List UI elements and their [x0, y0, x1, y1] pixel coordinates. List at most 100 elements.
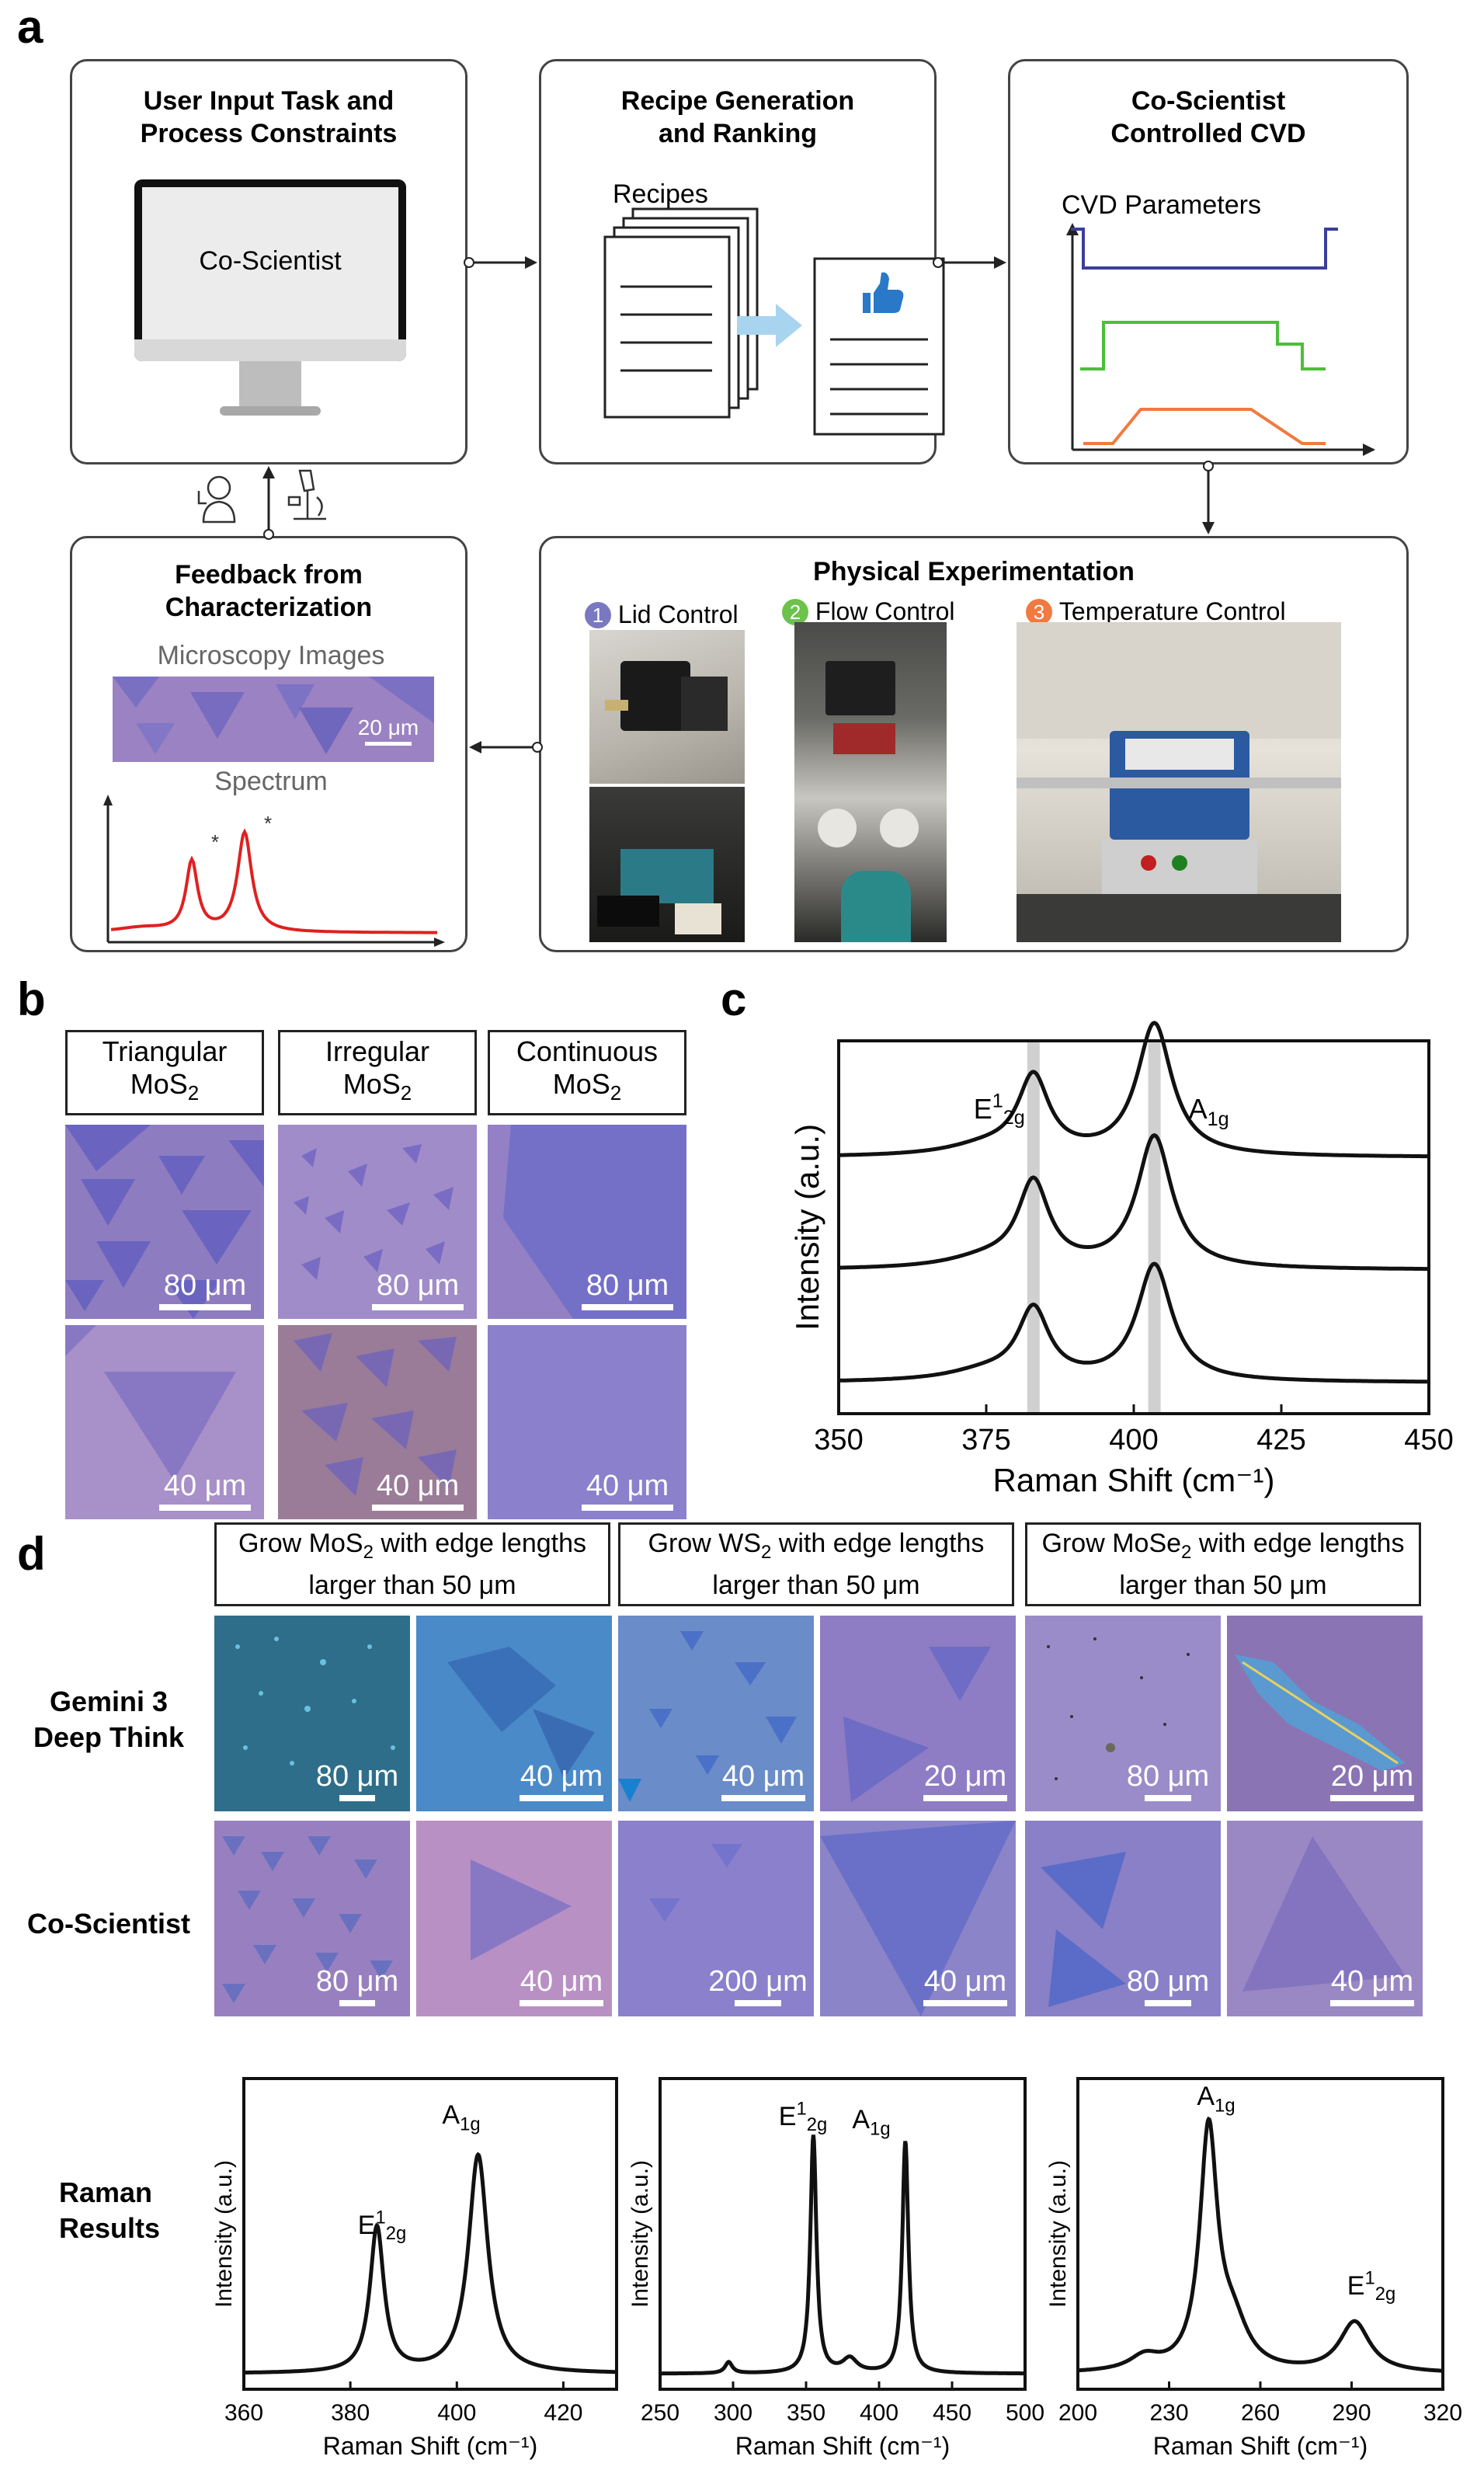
- cvd-parameters-plot: [1066, 223, 1375, 456]
- x-tick-label: 450: [1404, 1424, 1453, 1456]
- continuous-mos2-image-1: 80 μm: [488, 1125, 686, 1319]
- peak-annotation: A1g: [1189, 1093, 1229, 1130]
- monitor-icon: Co-Scientist: [134, 179, 406, 420]
- peak-annotation: E12g: [779, 2098, 827, 2134]
- gemini-ws2-image-2: 20 μm: [820, 1616, 1016, 1811]
- irregular-mos2-image-1: 80 μm: [278, 1125, 477, 1319]
- spectrum-label: Spectrum: [214, 767, 328, 796]
- series-line: [839, 1021, 1429, 1159]
- microscope-icon: [287, 469, 326, 520]
- y-axis-label: Intensity (a.u.): [789, 1124, 825, 1331]
- triangular-mos2-image-2: 40 μm: [65, 1325, 264, 1519]
- peak-marker: *: [264, 812, 272, 835]
- scalebar: 80 μm: [363, 1269, 472, 1310]
- peak-annotation: E12g: [358, 2207, 406, 2243]
- panel-label-a: a: [17, 1, 43, 53]
- microscopy-image-thumb: 20 μm: [113, 677, 434, 762]
- recipes-label: Recipes: [613, 179, 708, 209]
- scalebar: 40 μm: [151, 1470, 259, 1511]
- feedback-box: Feedback from Characterization Microscop…: [70, 536, 467, 952]
- peak-annotation: E12g: [974, 1091, 1025, 1129]
- x-tick-label: 400: [1109, 1424, 1158, 1456]
- series-line: [839, 1132, 1429, 1272]
- x-tick-label: 375: [961, 1424, 1010, 1456]
- peak-annotation: E12g: [1347, 2267, 1395, 2304]
- scalebar: 40 μm: [716, 1760, 811, 1801]
- scalebar: 80 μm: [1118, 1965, 1218, 2006]
- physical-experimentation-box: Physical Experimentation 1 Lid Control 2…: [539, 536, 1409, 952]
- x-tick-label: 320: [1423, 2400, 1462, 2426]
- series-line: [244, 2152, 617, 2374]
- scalebar: 40 μm: [514, 1965, 609, 2006]
- peak-annotation: A1g: [852, 2105, 890, 2140]
- x-tick-label: 290: [1332, 2400, 1371, 2426]
- series-line: [838, 1261, 1429, 1384]
- panel-label-c: c: [721, 973, 747, 1025]
- coscientist-mose2-image-1: 80 μm: [1025, 1821, 1221, 2016]
- scalebar: 80 μm: [573, 1269, 682, 1310]
- scalebar: 200 μm: [705, 1965, 811, 2006]
- gemini-mos2-image-1: 80 μm: [214, 1616, 410, 1811]
- x-tick-label: 350: [787, 2400, 825, 2426]
- triangular-mos2-image-1: 80 μm: [65, 1125, 264, 1319]
- irregular-mos2-image-2: 40 μm: [278, 1325, 477, 1519]
- x-tick-label: 300: [714, 2400, 752, 2426]
- highlight-band: [1027, 1041, 1040, 1414]
- coscientist-ws2-image-1: 200 μm: [618, 1821, 814, 2016]
- monitor-screen-text: Co-Scientist: [199, 246, 342, 276]
- plot-frame: [1076, 2077, 1444, 2391]
- x-tick-label: 400: [437, 2400, 476, 2426]
- x-tick-label: 350: [814, 1424, 863, 1456]
- gemini-mose2-image-1: 80 μm: [1025, 1616, 1221, 1811]
- recipe-generation-box: Recipe Generation and Ranking Recipes: [539, 59, 945, 464]
- x-tick-label: 500: [1006, 2400, 1044, 2426]
- x-tick-label: 200: [1058, 2400, 1097, 2426]
- flow-control-label: 2 Flow Control: [782, 596, 955, 626]
- plot-frame: [242, 2077, 618, 2391]
- x-tick-label: 360: [224, 2400, 263, 2426]
- x-axis-label: Raman Shift (cm⁻¹): [1153, 2432, 1368, 2460]
- lid-motor-photo: [589, 630, 745, 784]
- y-axis-label: Intensity (a.u.): [627, 2160, 653, 2308]
- lid-control-label: 1 Lid Control: [585, 599, 739, 629]
- thumbs-up-icon: [863, 272, 904, 313]
- spectrum-plot: * *: [103, 795, 445, 947]
- cvd-parameters-label: CVD Parameters: [1062, 190, 1261, 220]
- feedback-title: Feedback from Characterization: [165, 560, 373, 622]
- temperature-control-label: 3 Temperature Control: [1026, 596, 1286, 626]
- scalebar: 80 μm: [308, 1760, 407, 1801]
- x-tick-label: 230: [1149, 2400, 1188, 2426]
- plot-frame: [837, 1039, 1430, 1415]
- x-tick-label: 450: [933, 2400, 971, 2426]
- gemini-mose2-image-2: 20 μm: [1227, 1616, 1423, 1811]
- x-tick-label: 425: [1256, 1424, 1305, 1456]
- x-axis-label: Raman Shift (cm⁻¹): [323, 2432, 537, 2460]
- microscopy-scalebar: 20 μm: [353, 715, 423, 746]
- physical-experimentation-title: Physical Experimentation: [813, 557, 1135, 586]
- coscientist-mos2-image-1: 80 μm: [214, 1821, 410, 2016]
- scientist-icon: [197, 475, 236, 524]
- gemini-ws2-image-1: 40 μm: [618, 1616, 814, 1811]
- panel-label-b: b: [17, 973, 46, 1025]
- coscientist-mos2-image-2: 40 μm: [416, 1821, 612, 2016]
- peak-marker: *: [211, 830, 219, 854]
- cvd-control-title: Co-Scientist Controlled CVD: [1110, 86, 1306, 148]
- scalebar: 40 μm: [514, 1760, 609, 1801]
- scalebar: 40 μm: [1325, 1965, 1420, 2006]
- y-axis-label: Intensity (a.u.): [211, 2160, 237, 2308]
- recipe-generation-title: Recipe Generation and Ranking: [620, 86, 855, 148]
- scalebar: 20 μm: [918, 1760, 1013, 1801]
- series-line: [660, 2134, 1025, 2376]
- x-tick-label: 260: [1241, 2400, 1280, 2426]
- x-axis-label: Raman Shift (cm⁻¹): [993, 1462, 1275, 1498]
